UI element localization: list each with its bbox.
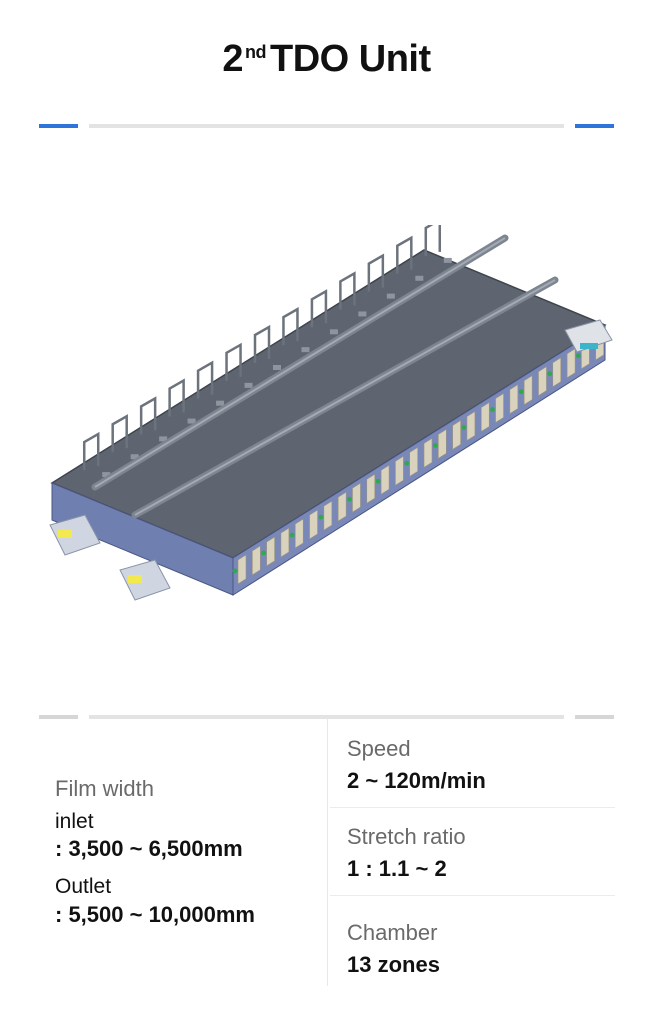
side-panel bbox=[495, 393, 504, 424]
tdo-unit-illustration bbox=[49, 225, 613, 601]
inlet-carriage-1 bbox=[49, 514, 101, 556]
film-width-outlet-label: Outlet bbox=[55, 875, 112, 898]
side-panel bbox=[395, 455, 404, 486]
side-panel bbox=[337, 491, 347, 522]
chamber-label: Chamber bbox=[347, 920, 438, 945]
spec-panel: Film width inlet : 3,500 ~ 6,500mm Outle… bbox=[0, 718, 653, 998]
indicator-light bbox=[518, 389, 524, 395]
chamber-value: 13 zones bbox=[347, 952, 440, 977]
roof-hatch bbox=[358, 311, 367, 317]
title-number: 2 bbox=[222, 38, 243, 80]
roof-hatch bbox=[329, 329, 338, 335]
exhaust-duct bbox=[168, 378, 185, 417]
side-panel bbox=[266, 536, 275, 567]
indicator-light bbox=[318, 514, 324, 520]
side-panel bbox=[352, 482, 361, 513]
indicator-light bbox=[547, 371, 553, 377]
indicator-light bbox=[432, 443, 438, 448]
outlet-drive-unit bbox=[564, 319, 613, 353]
roof-hatch bbox=[415, 275, 424, 281]
side-panel bbox=[438, 428, 447, 459]
side-panel bbox=[323, 500, 333, 531]
side-panel bbox=[423, 437, 433, 468]
stretch-ratio-label: Stretch ratio bbox=[347, 824, 466, 849]
roof-hatch bbox=[130, 454, 139, 460]
spec-column-divider bbox=[327, 718, 328, 986]
side-panel bbox=[252, 545, 261, 576]
roof-hatch bbox=[102, 472, 111, 478]
exhaust-duct bbox=[310, 289, 328, 328]
main-pipe-1-highlight bbox=[94, 237, 506, 488]
roof-hatch bbox=[386, 293, 395, 299]
roof-hatch bbox=[443, 257, 452, 263]
side-panel bbox=[538, 366, 547, 397]
exhaust-duct bbox=[139, 396, 157, 435]
roof-hatch bbox=[244, 382, 253, 388]
indicator-light bbox=[490, 407, 495, 412]
exhaust-duct bbox=[111, 414, 128, 453]
inlet-carriage-2 bbox=[119, 559, 171, 601]
side-panel bbox=[466, 410, 476, 442]
exhaust-duct bbox=[225, 342, 242, 381]
stretch-ratio-value: 1 : 1.1 ~ 2 bbox=[347, 856, 447, 881]
side-panel bbox=[237, 554, 247, 585]
spec-row-divider bbox=[330, 895, 615, 896]
side-panel bbox=[380, 464, 390, 495]
exhaust-duct bbox=[282, 306, 299, 346]
indicator-light bbox=[232, 568, 238, 574]
exhaust-duct bbox=[196, 360, 214, 399]
side-panel bbox=[409, 446, 419, 477]
side-panel bbox=[280, 527, 290, 558]
top-accent-left bbox=[39, 124, 78, 128]
side-panel bbox=[480, 401, 490, 433]
indicator-light bbox=[261, 550, 267, 556]
roof-hatch bbox=[216, 400, 225, 406]
indicator-light bbox=[347, 496, 352, 502]
film-width-inlet-value: : 3,500 ~ 6,500mm bbox=[55, 836, 243, 861]
indicator-light bbox=[289, 532, 295, 538]
roof-hatch bbox=[159, 436, 168, 442]
roof-hatch bbox=[273, 365, 281, 370]
side-panel bbox=[523, 375, 533, 406]
exhaust-duct bbox=[396, 235, 413, 274]
bottom-accent-left bbox=[39, 715, 78, 719]
side-panel bbox=[294, 518, 304, 549]
exhaust-duct bbox=[253, 324, 271, 363]
side-panel bbox=[566, 348, 576, 379]
indicator-light bbox=[404, 460, 410, 466]
main-pipe-2-highlight bbox=[134, 279, 556, 516]
indicator-light bbox=[461, 425, 467, 430]
film-width-outlet-value: : 5,500 ~ 10,000mm bbox=[55, 902, 255, 927]
side-panel bbox=[509, 384, 519, 415]
exhaust-duct bbox=[82, 431, 100, 471]
roof-hatch bbox=[187, 418, 196, 424]
side-panel bbox=[366, 473, 376, 504]
side-panel bbox=[452, 419, 461, 450]
speed-value: 2 ~ 120m/min bbox=[347, 768, 486, 793]
indicator-light bbox=[575, 353, 581, 359]
exhaust-duct bbox=[339, 271, 356, 310]
spec-row-divider bbox=[330, 807, 615, 808]
indicator-light bbox=[375, 478, 381, 484]
top-divider bbox=[89, 124, 564, 128]
side-panel bbox=[309, 509, 318, 540]
bottom-divider bbox=[89, 715, 564, 719]
speed-label: Speed bbox=[347, 736, 411, 761]
film-width-label: Film width bbox=[55, 776, 155, 801]
bottom-accent-right bbox=[575, 715, 614, 719]
exhaust-duct bbox=[424, 225, 442, 256]
film-width-inlet-label: inlet bbox=[55, 810, 94, 833]
side-panel bbox=[552, 357, 562, 388]
title-superscript: nd bbox=[245, 42, 267, 62]
roof-hatch bbox=[301, 347, 310, 353]
title-text: TDO Unit bbox=[270, 38, 431, 80]
top-accent-right bbox=[575, 124, 614, 128]
exhaust-duct bbox=[367, 253, 385, 292]
